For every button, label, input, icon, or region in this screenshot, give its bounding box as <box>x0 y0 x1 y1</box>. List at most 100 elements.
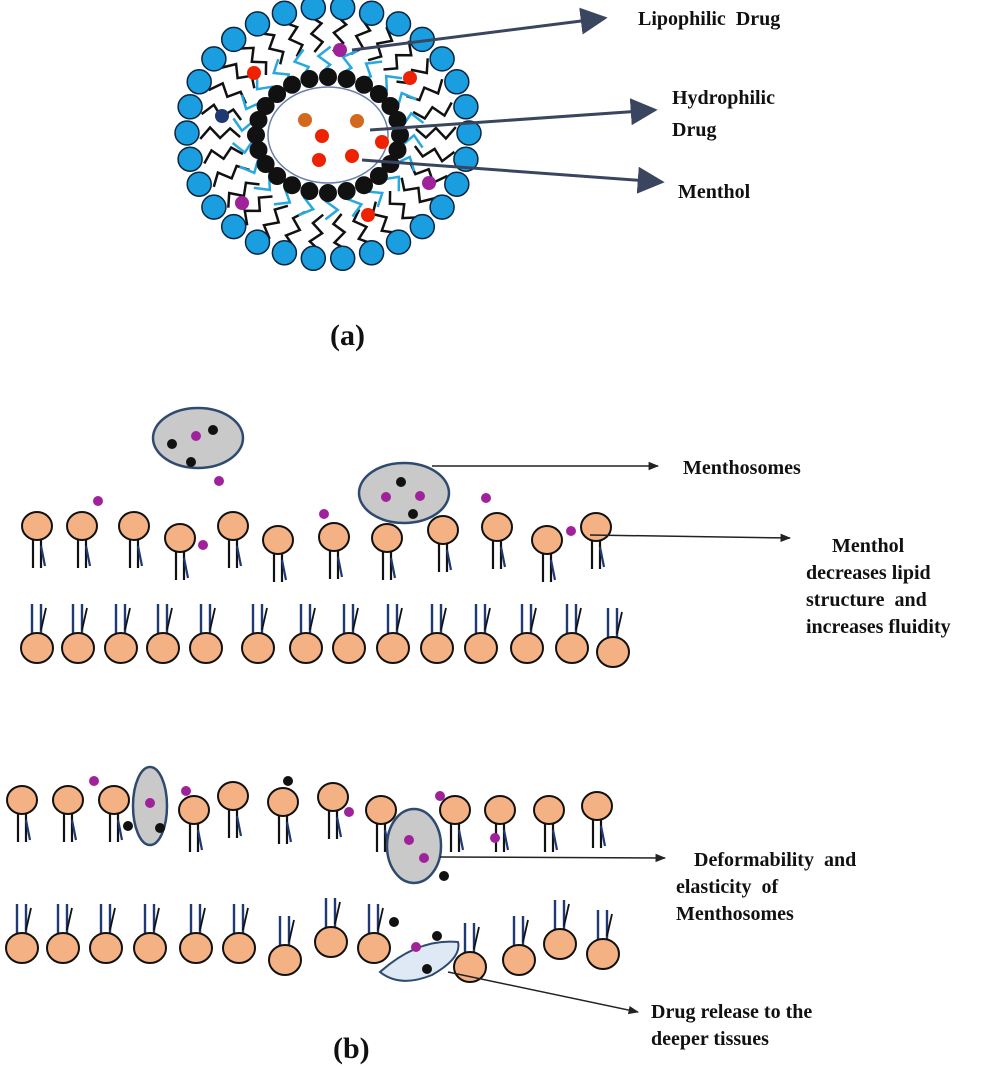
deformed-menthosome-oval <box>385 807 443 885</box>
outer-lipid-tail <box>203 145 244 165</box>
lipid-tail <box>124 607 131 631</box>
outer-lipid-head <box>429 46 455 72</box>
lipid-head <box>420 632 454 664</box>
lipid-head <box>481 512 513 542</box>
menthol-particle <box>566 526 576 536</box>
inner-lipid-head <box>337 70 356 88</box>
lipophilic-arrow <box>351 7 608 52</box>
lipid-head <box>164 523 196 553</box>
menthol-particle <box>490 833 500 843</box>
menthol-particle <box>404 835 414 845</box>
lipid-head <box>484 795 516 825</box>
lipid-head <box>596 636 630 668</box>
drug-particle <box>283 776 293 786</box>
menthol-effect-line3: structure and <box>806 589 927 611</box>
lipid-head <box>580 512 612 542</box>
outer-lipid-tail <box>400 177 436 204</box>
lipid-tail <box>530 607 537 631</box>
menthol-particle <box>89 776 99 786</box>
lipid-head <box>533 795 565 825</box>
lower-lipid-bilayer <box>5 781 620 983</box>
lipid-head <box>241 632 275 664</box>
panel-a-label: (a) <box>330 319 365 352</box>
lipid-head <box>365 795 397 825</box>
panel-b-label: (b) <box>333 1032 370 1065</box>
menthol-effect-line2: decreases lipid <box>806 562 931 584</box>
outer-lipid-tail <box>413 145 456 164</box>
deformability-arrow <box>439 853 667 863</box>
lipid-tail <box>484 607 491 631</box>
outer-lipid-head <box>444 69 470 95</box>
lipid-head <box>555 632 589 664</box>
menthol-particle <box>435 791 445 801</box>
lipid-tail <box>309 607 316 631</box>
outer-lipid-tail <box>237 46 268 76</box>
outer-lipid-head <box>271 240 298 266</box>
lipid-tail <box>285 821 293 843</box>
outer-lipid-head <box>220 213 247 240</box>
lipid-head <box>104 632 138 664</box>
outer-lipid-head <box>329 0 356 21</box>
drug-particle <box>396 477 406 487</box>
inner-lipid-head <box>283 176 301 195</box>
outer-lipid-head <box>271 0 298 26</box>
lipid-head <box>66 511 98 541</box>
menthol-label: Menthol <box>678 181 751 203</box>
lipophilic-drug-particle <box>247 66 261 80</box>
outer-lipid-tail <box>351 208 375 246</box>
lipid-tail <box>440 607 447 631</box>
lipid-head <box>427 515 459 545</box>
menthol-particle <box>415 491 425 501</box>
inner-lipid-head <box>369 167 388 185</box>
drug-particle <box>422 964 432 974</box>
menthol-particle <box>235 196 249 210</box>
outer-lipid-head <box>186 69 212 95</box>
lipid-tail <box>235 545 243 567</box>
drug-release-line2: deeper tissues <box>651 1028 769 1050</box>
lipid-tail <box>396 607 403 631</box>
lipid-head <box>178 795 210 825</box>
lipid-head <box>133 932 167 964</box>
outer-lipid-head <box>358 240 385 266</box>
outer-lipid-head <box>385 11 412 37</box>
drug-particle <box>408 509 418 519</box>
outer-lipid-tail <box>383 40 413 71</box>
drug-release-line1: Drug release to the <box>651 1001 812 1023</box>
inner-lipid-head <box>300 70 319 88</box>
outer-lipid-tail <box>227 181 260 208</box>
upper-vesicles <box>93 406 576 550</box>
lipid-head <box>453 951 487 983</box>
hydrophilic-drug-particle <box>315 129 329 143</box>
lipid-head <box>318 522 350 552</box>
outer-lipid-tail <box>307 14 325 53</box>
lipid-tail <box>182 557 190 579</box>
lipid-tail <box>473 926 480 950</box>
outer-lipid-tail <box>262 204 289 240</box>
inner-lipid-head <box>391 126 409 144</box>
outer-lipid-tail <box>331 213 349 252</box>
menthol-particle <box>344 807 354 817</box>
hydrophilic-drug-particle <box>312 153 326 167</box>
inner-lipid-head <box>300 182 319 200</box>
lipid-tail <box>335 816 343 838</box>
lipid-head <box>52 785 84 815</box>
outer-lipid-head <box>201 46 227 72</box>
menthol-effect-line1: Menthol <box>832 535 905 557</box>
inner-lipid-head <box>369 85 388 103</box>
outer-lipid-tail <box>307 213 325 253</box>
drug-particle <box>155 823 165 833</box>
lipid-head <box>146 632 180 664</box>
lipid-tail <box>136 545 144 567</box>
outer-lipid-head <box>220 26 247 53</box>
inner-lipid-head <box>388 111 407 129</box>
outer-lipid-head <box>385 229 412 255</box>
hydrophilic-drug-particle <box>350 114 364 128</box>
drug-particle <box>215 109 229 123</box>
inner-lipid-head <box>381 155 400 173</box>
outer-lipid-head <box>177 94 203 120</box>
lipid-head <box>439 795 471 825</box>
lipid-tail <box>24 819 32 841</box>
deformability-line3: Menthosomes <box>676 903 794 925</box>
lipophilic-drug-particle <box>361 208 375 222</box>
lipid-tail <box>598 546 606 568</box>
